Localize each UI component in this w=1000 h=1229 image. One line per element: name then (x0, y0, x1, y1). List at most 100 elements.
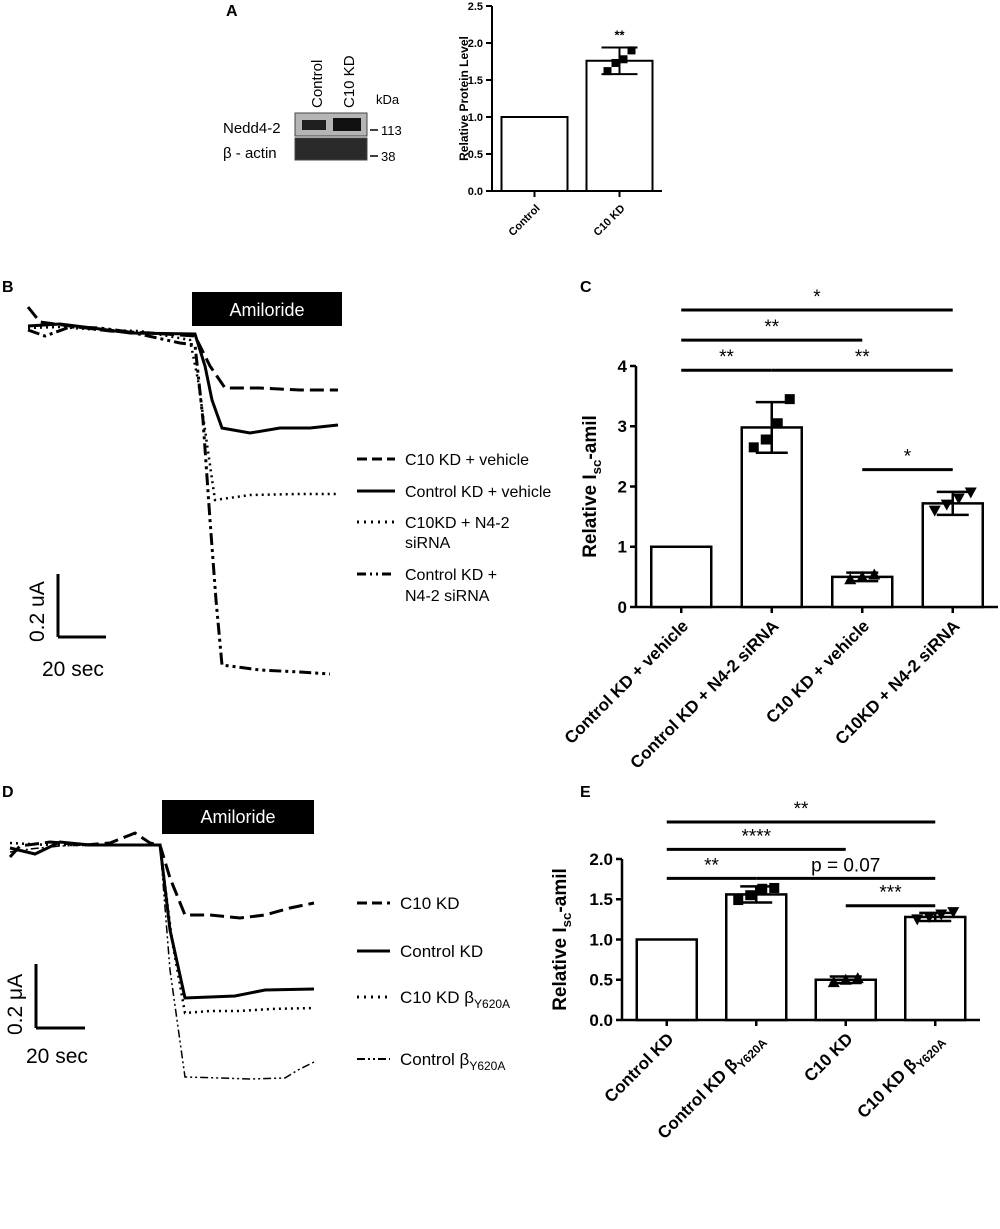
y-axis-label-end: -amil (580, 415, 601, 459)
trace-d-control-y620a (9, 844, 315, 1080)
legend-b-dashdot-label-2: N4-2 siRNA (405, 588, 490, 605)
y-axis-label: Relative Isc-amil (550, 868, 574, 1011)
data-point (947, 907, 960, 919)
significance-label: ** (855, 347, 870, 368)
panel-label-d: D (2, 784, 14, 801)
significance-label: * (904, 447, 912, 468)
y-tick-label: 2.0 (468, 38, 483, 50)
panel-label-a: A (226, 3, 238, 20)
amiloride-bar-d (162, 800, 314, 834)
amiloride-label-d: Amiloride (200, 807, 275, 827)
blot-band-nedd4-2-lane1 (302, 120, 326, 130)
blot-kda-label: kDa (376, 92, 400, 107)
data-point (851, 972, 864, 984)
blot-lane-label-c10kd: C10 KD (341, 55, 358, 108)
data-point (923, 911, 936, 923)
amiloride-bar-b (192, 292, 342, 326)
significance-label: p = 0.07 (811, 855, 880, 876)
significance-label: ** (764, 317, 779, 338)
x-tick-label: Control KD + N4-2 siRNA (627, 616, 783, 772)
bar (635, 938, 698, 1022)
amiloride-label-b: Amiloride (229, 300, 304, 320)
y-tick-label: 2.5 (468, 1, 483, 13)
data-point (868, 568, 881, 580)
data-point (769, 882, 780, 893)
significance-label: **** (741, 826, 771, 847)
data-point (733, 895, 744, 906)
y-axis-label-main: Relative I (550, 927, 571, 1010)
blot-marker-38: 38 (381, 149, 395, 164)
legend-d-solid-label: Control KD (400, 942, 483, 961)
x-tick-label: C10 KD (800, 1029, 856, 1085)
significance-label: * (813, 287, 821, 308)
legend-d-dashdot-main: Control β (400, 1050, 470, 1069)
significance-label: ** (794, 799, 809, 820)
y-axis-label: Relative Protein Level (457, 36, 471, 161)
blot-band-actin (294, 137, 368, 161)
panel-label-b: B (2, 279, 14, 296)
data-point (748, 442, 759, 453)
data-point (940, 499, 953, 511)
data-point (839, 973, 852, 985)
bar (725, 893, 788, 1022)
x-tick-label-main: Control KD β (654, 1055, 742, 1143)
data-point (827, 976, 840, 988)
bar (740, 426, 803, 609)
y-tick-label: 1.5 (589, 890, 613, 909)
y-tick-label: 1.0 (589, 930, 613, 949)
data-point (772, 418, 783, 429)
data-point (627, 46, 636, 55)
bar (921, 502, 984, 609)
significance-label: *** (879, 883, 902, 904)
data-point (928, 505, 941, 517)
data-point (603, 67, 612, 76)
y-axis-label: Relative Isc-amil (580, 415, 604, 558)
y-tick-label: 1.5 (468, 75, 483, 87)
legend-d-dashdot-label: Control βY620A (400, 1050, 505, 1073)
data-point (911, 914, 924, 926)
legend-d-dashed-label: C10 KD (400, 894, 460, 913)
legend-d-dashdot-sub: Y620A (469, 1059, 505, 1073)
legend-d-dotted-main: C10 KD β (400, 988, 474, 1007)
scale-label-b-y: 0.2 uA (26, 581, 49, 642)
data-point (856, 570, 869, 582)
trace-b-control-vehicle (27, 322, 339, 435)
blot-row-label-actin: β - actin (223, 145, 277, 162)
x-tick-label: Control KD (601, 1029, 678, 1106)
legend-b-dashdot-label-1: Control KD + (405, 567, 497, 584)
bar (650, 545, 713, 609)
data-point (844, 573, 857, 585)
legend-b-dashed-label: C10 KD + vehicle (405, 452, 529, 469)
y-axis-label-sub: sc (589, 460, 604, 475)
y-axis-label-main: Relative I (580, 474, 601, 557)
bar (500, 116, 569, 192)
western-blot: Control C10 KD kDa Nedd4-2 β - actin 113… (223, 55, 402, 164)
legend-b-dotted-label-1: C10KD + N4-2 (405, 515, 510, 532)
data-point (745, 890, 756, 901)
y-tick-label: 1.0 (468, 112, 483, 124)
blot-lane-label-control: Control (309, 60, 326, 108)
data-point (757, 883, 768, 894)
legend-b-dotted-label-2: siRNA (405, 535, 451, 552)
x-tick-label: C10 KD (591, 203, 627, 239)
y-tick-label: 0 (618, 598, 627, 617)
data-point (611, 58, 620, 67)
x-tick-label-sub: Y620A (913, 1035, 949, 1071)
data-point (784, 394, 795, 405)
y-tick-label: 4 (618, 357, 628, 376)
bar (904, 915, 967, 1022)
blot-band-nedd4-2-lane2 (333, 118, 361, 131)
data-point (952, 493, 965, 505)
x-tick-label: Control (506, 203, 542, 239)
data-point (619, 55, 628, 64)
data-point (964, 487, 977, 499)
trace-b-control-n42 (27, 325, 331, 676)
trace-panel-b: Amiloride 0.2 uA 20 sec C10 KD + vehicle… (26, 292, 551, 681)
y-tick-label: 0.0 (589, 1011, 613, 1030)
x-tick-label-sub: Y620A (734, 1035, 770, 1071)
y-tick-label: 0.0 (468, 186, 483, 198)
data-point (935, 909, 948, 921)
